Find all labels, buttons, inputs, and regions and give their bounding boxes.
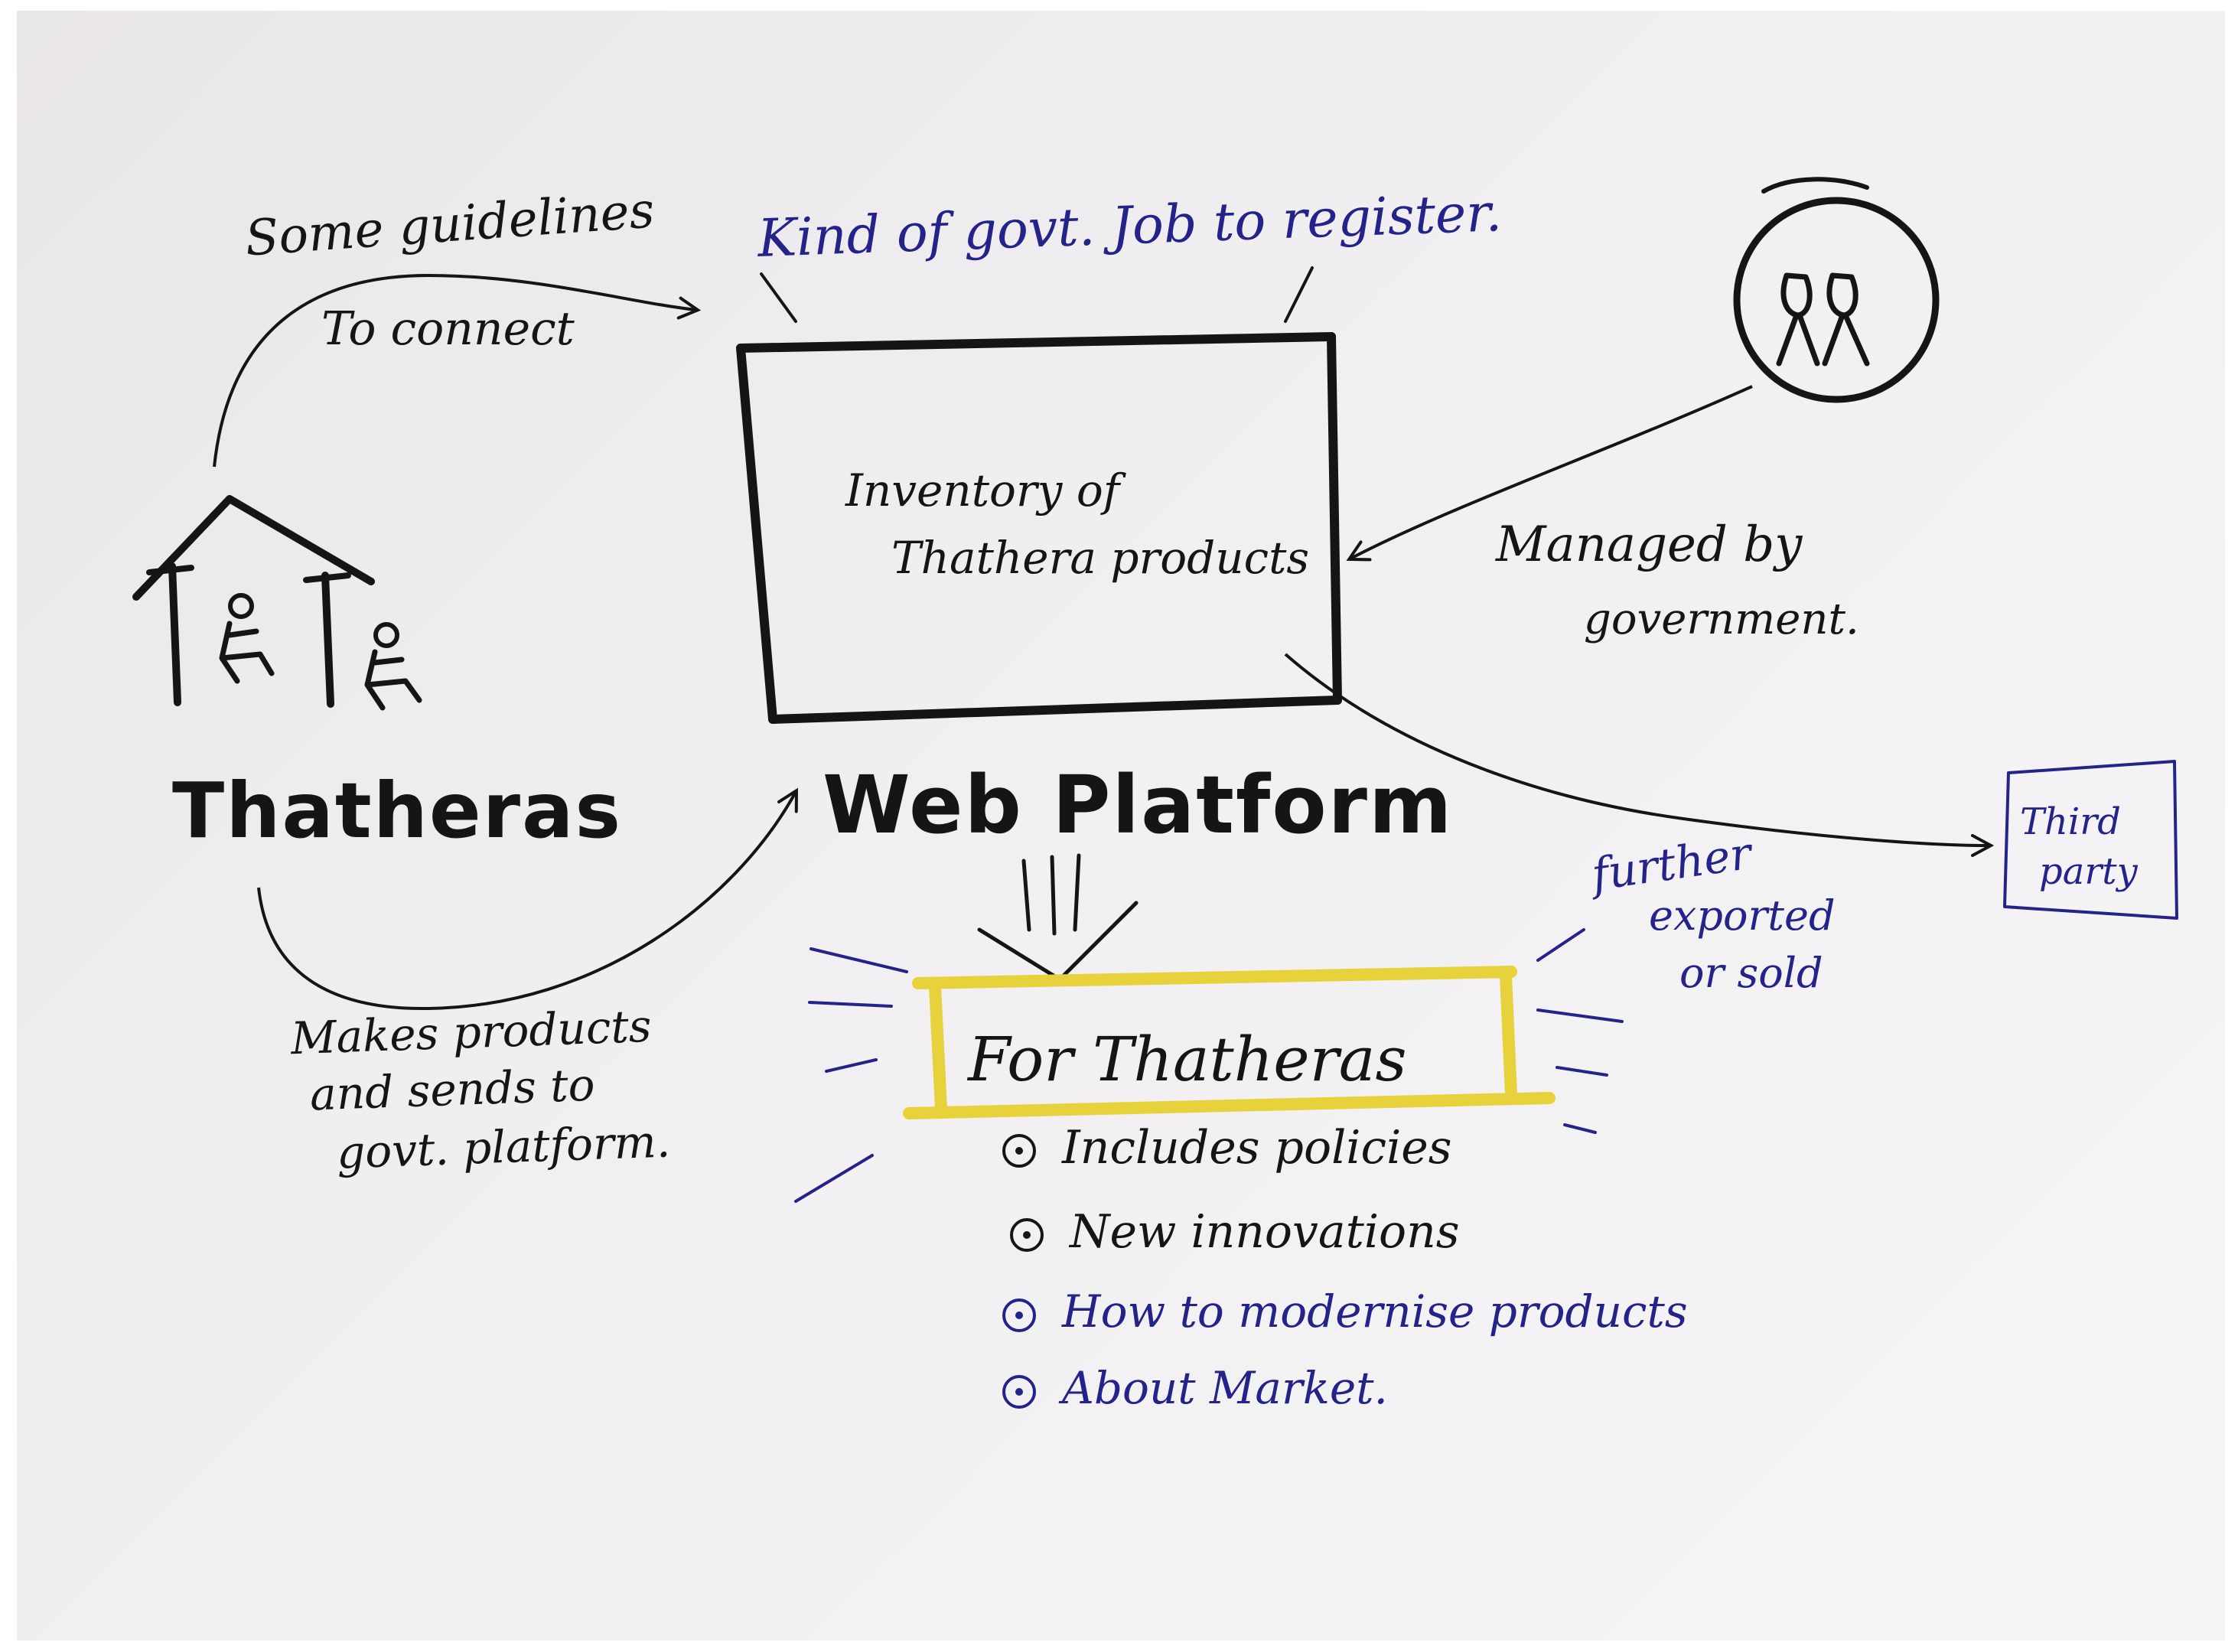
- inventory-label-line2: Thathera products: [891, 532, 1310, 584]
- inventory-label-line1: Inventory of: [845, 464, 1120, 516]
- further-label-line3: or sold: [1679, 949, 1823, 997]
- bullet-text: About Market.: [1062, 1362, 1388, 1414]
- makes-label-line2: and sends to: [308, 1058, 596, 1121]
- third-party-label-line1: Third: [2020, 800, 2121, 843]
- house-with-artisans-icon: [132, 495, 422, 711]
- bullet-text: Includes policies: [1062, 1121, 1452, 1175]
- bullet-item: Includes policies: [1002, 1125, 1452, 1171]
- makes-products-arrow: [257, 792, 796, 1011]
- for-thatheras-box: [903, 966, 1556, 1119]
- bullet-item: New innovations: [1010, 1209, 1460, 1255]
- managed-by-arrow: [1350, 385, 1753, 559]
- emphasis-tick-right: [1284, 266, 1314, 323]
- paper-sheet: [17, 11, 2225, 1641]
- bullet-item: How to modernise products: [1002, 1289, 1688, 1334]
- bullet-circle-icon: [1002, 1298, 1036, 1332]
- government-people-icon: [1733, 177, 1940, 403]
- bullet-text: New innovations: [1070, 1205, 1460, 1259]
- web-platform-label: Web Platform: [823, 758, 1454, 852]
- connect-label: To connect: [321, 302, 575, 356]
- bullet-circle-icon: [1002, 1134, 1036, 1168]
- emphasis-tick-left: [760, 272, 797, 323]
- bullet-circle-icon: [1010, 1218, 1044, 1253]
- third-party-label-line2: party: [2039, 850, 2138, 893]
- for-thatheras-label: For Thatheras: [968, 1024, 1407, 1095]
- makes-label-line1: Makes products: [289, 999, 653, 1065]
- radiating-marks: [794, 928, 1624, 1203]
- further-label-line2: exported: [1649, 891, 1836, 940]
- bullet-item: About Market.: [1002, 1366, 1388, 1410]
- triple-down-arrow: [977, 853, 1139, 982]
- managed-label-line2: government.: [1584, 595, 1859, 644]
- bullet-text: How to modernise products: [1062, 1285, 1688, 1338]
- thatheras-label: Thatheras: [172, 766, 623, 855]
- bullet-circle-icon: [1002, 1374, 1036, 1409]
- makes-label-line3: govt. platform.: [335, 1115, 672, 1179]
- guidelines-arrow: [213, 273, 696, 468]
- third-party-box: [2003, 760, 2178, 920]
- third-party-arrow: [1284, 653, 1989, 846]
- managed-label-line1: Managed by: [1496, 516, 1803, 573]
- inventory-box: [736, 332, 1342, 724]
